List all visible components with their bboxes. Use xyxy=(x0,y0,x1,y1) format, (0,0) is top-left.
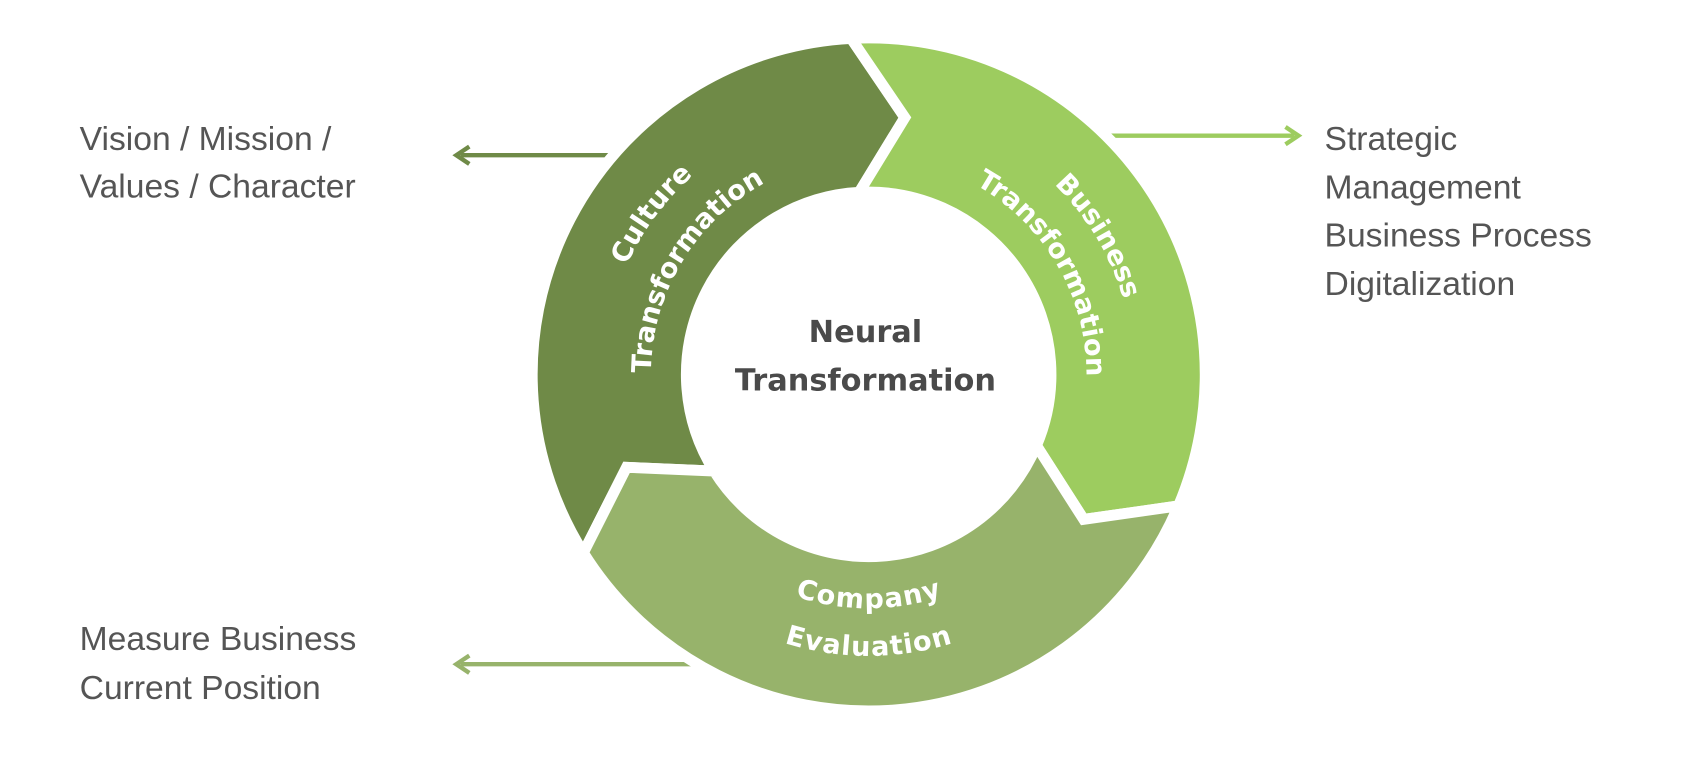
segment-arrow-business xyxy=(841,32,1211,526)
annotation-line: Current Position xyxy=(80,670,321,707)
annotation-culture: Vision / Mission / Values / Character xyxy=(80,121,356,206)
center-label-line-1: Neural xyxy=(809,315,923,350)
connector-culture xyxy=(452,144,611,166)
connector-business xyxy=(1107,125,1303,147)
annotation-line: Strategic xyxy=(1325,121,1458,158)
annotation-line: Business Process xyxy=(1325,217,1592,254)
annotation-company: Measure Business Current Position xyxy=(80,621,357,707)
connector-company xyxy=(452,653,728,675)
segment-arrow-company xyxy=(577,434,1188,717)
annotation-line: Digitalization xyxy=(1325,266,1516,303)
annotation-line: Management xyxy=(1325,170,1522,207)
annotation-line: Vision / Mission / xyxy=(80,121,332,158)
annotation-line: Values / Character xyxy=(80,169,356,206)
annotation-line: Measure Business xyxy=(80,621,357,658)
annotation-business: Strategic Management Business Process Di… xyxy=(1325,121,1592,303)
segment-arrow-culture xyxy=(526,32,912,564)
center-label-line-2: Transformation xyxy=(735,364,996,399)
